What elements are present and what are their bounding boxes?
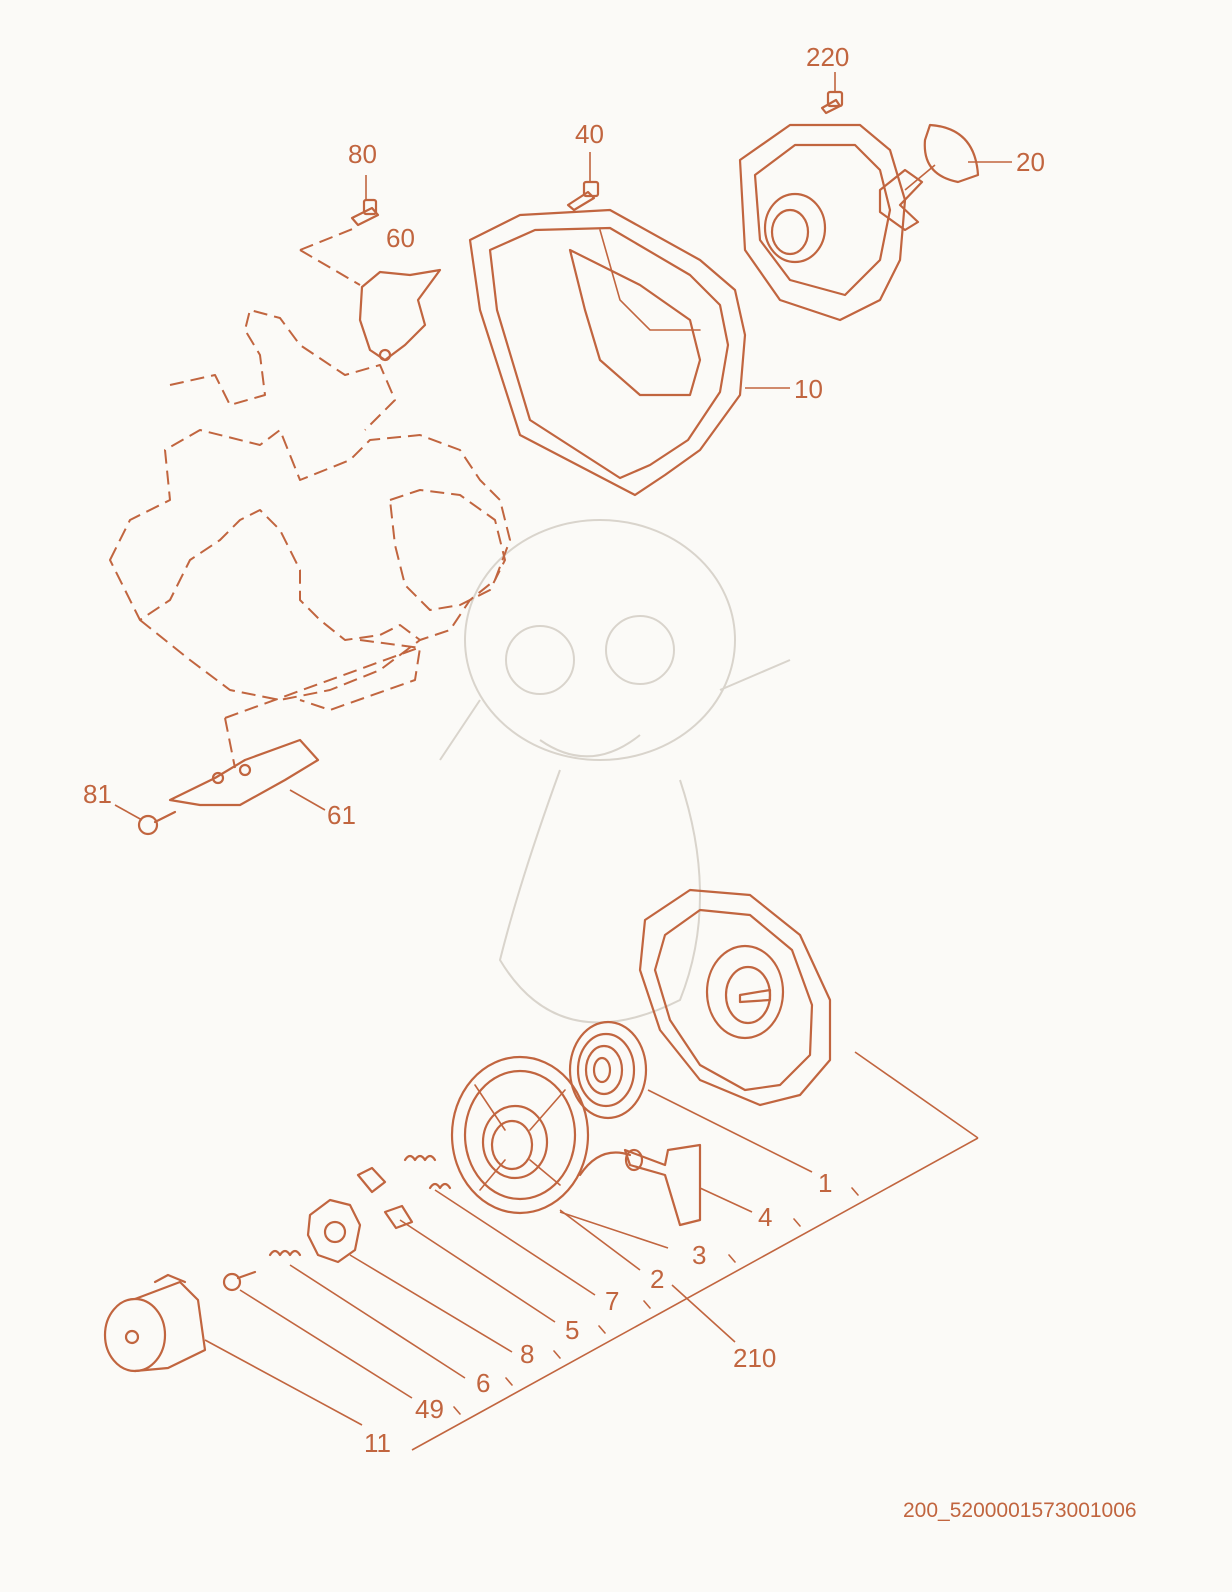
callout-7: 7 — [605, 1286, 619, 1316]
callout-220: 220 — [806, 42, 849, 72]
part-80-bolt — [350, 175, 380, 227]
callout-5: 5 — [565, 1315, 579, 1345]
callout-3: 3 — [692, 1240, 706, 1270]
part-10-fan-housing — [468, 208, 790, 497]
part-6-spring — [268, 1249, 302, 1257]
part-81-bolt — [114, 804, 177, 836]
part-3-handle — [578, 1143, 702, 1227]
part-5-pawl — [356, 1166, 414, 1230]
part-1-starter-case — [638, 888, 832, 1107]
callout-4: 4 — [758, 1202, 772, 1232]
callout-1: 1 — [818, 1168, 832, 1198]
callout-210: 210 — [733, 1343, 776, 1373]
part-49-screw — [222, 1270, 257, 1292]
part-60-bracket — [299, 227, 442, 362]
part-61-bracket — [168, 647, 419, 811]
callout-81: 81 — [83, 779, 112, 809]
callout-20: 20 — [1016, 147, 1045, 177]
part-20-cap — [904, 123, 1012, 191]
watermark-mascot — [439, 519, 791, 1024]
callout-49: 49 — [415, 1394, 444, 1424]
callout-6: 6 — [476, 1368, 490, 1398]
callout-60: 60 — [386, 223, 415, 253]
part-11-drum — [103, 1273, 207, 1373]
callout-10: 10 — [794, 374, 823, 404]
callout-40: 40 — [575, 119, 604, 149]
callout-8: 8 — [520, 1339, 534, 1369]
part-220-bolt — [820, 72, 844, 115]
part-7-spring — [403, 1154, 452, 1190]
assembly-bracket-210 — [204, 1051, 979, 1451]
callout-80: 80 — [348, 139, 377, 169]
part-2-pulley — [450, 1055, 590, 1215]
part-8-ratchet — [306, 1198, 362, 1264]
part-4-spring — [568, 1020, 648, 1120]
part-40-bolt — [566, 152, 600, 212]
starter-assembly-top — [738, 123, 924, 322]
callout-2: 2 — [650, 1264, 664, 1294]
callout-11: 11 — [364, 1428, 391, 1458]
callout-labels: 220 40 80 60 20 10 81 61 1 4 3 2 7 5 210… — [83, 42, 1137, 1522]
drawing-code: 200_5200001573001006 — [903, 1499, 1137, 1522]
engine-outline — [109, 309, 511, 711]
callout-61: 61 — [327, 800, 356, 830]
